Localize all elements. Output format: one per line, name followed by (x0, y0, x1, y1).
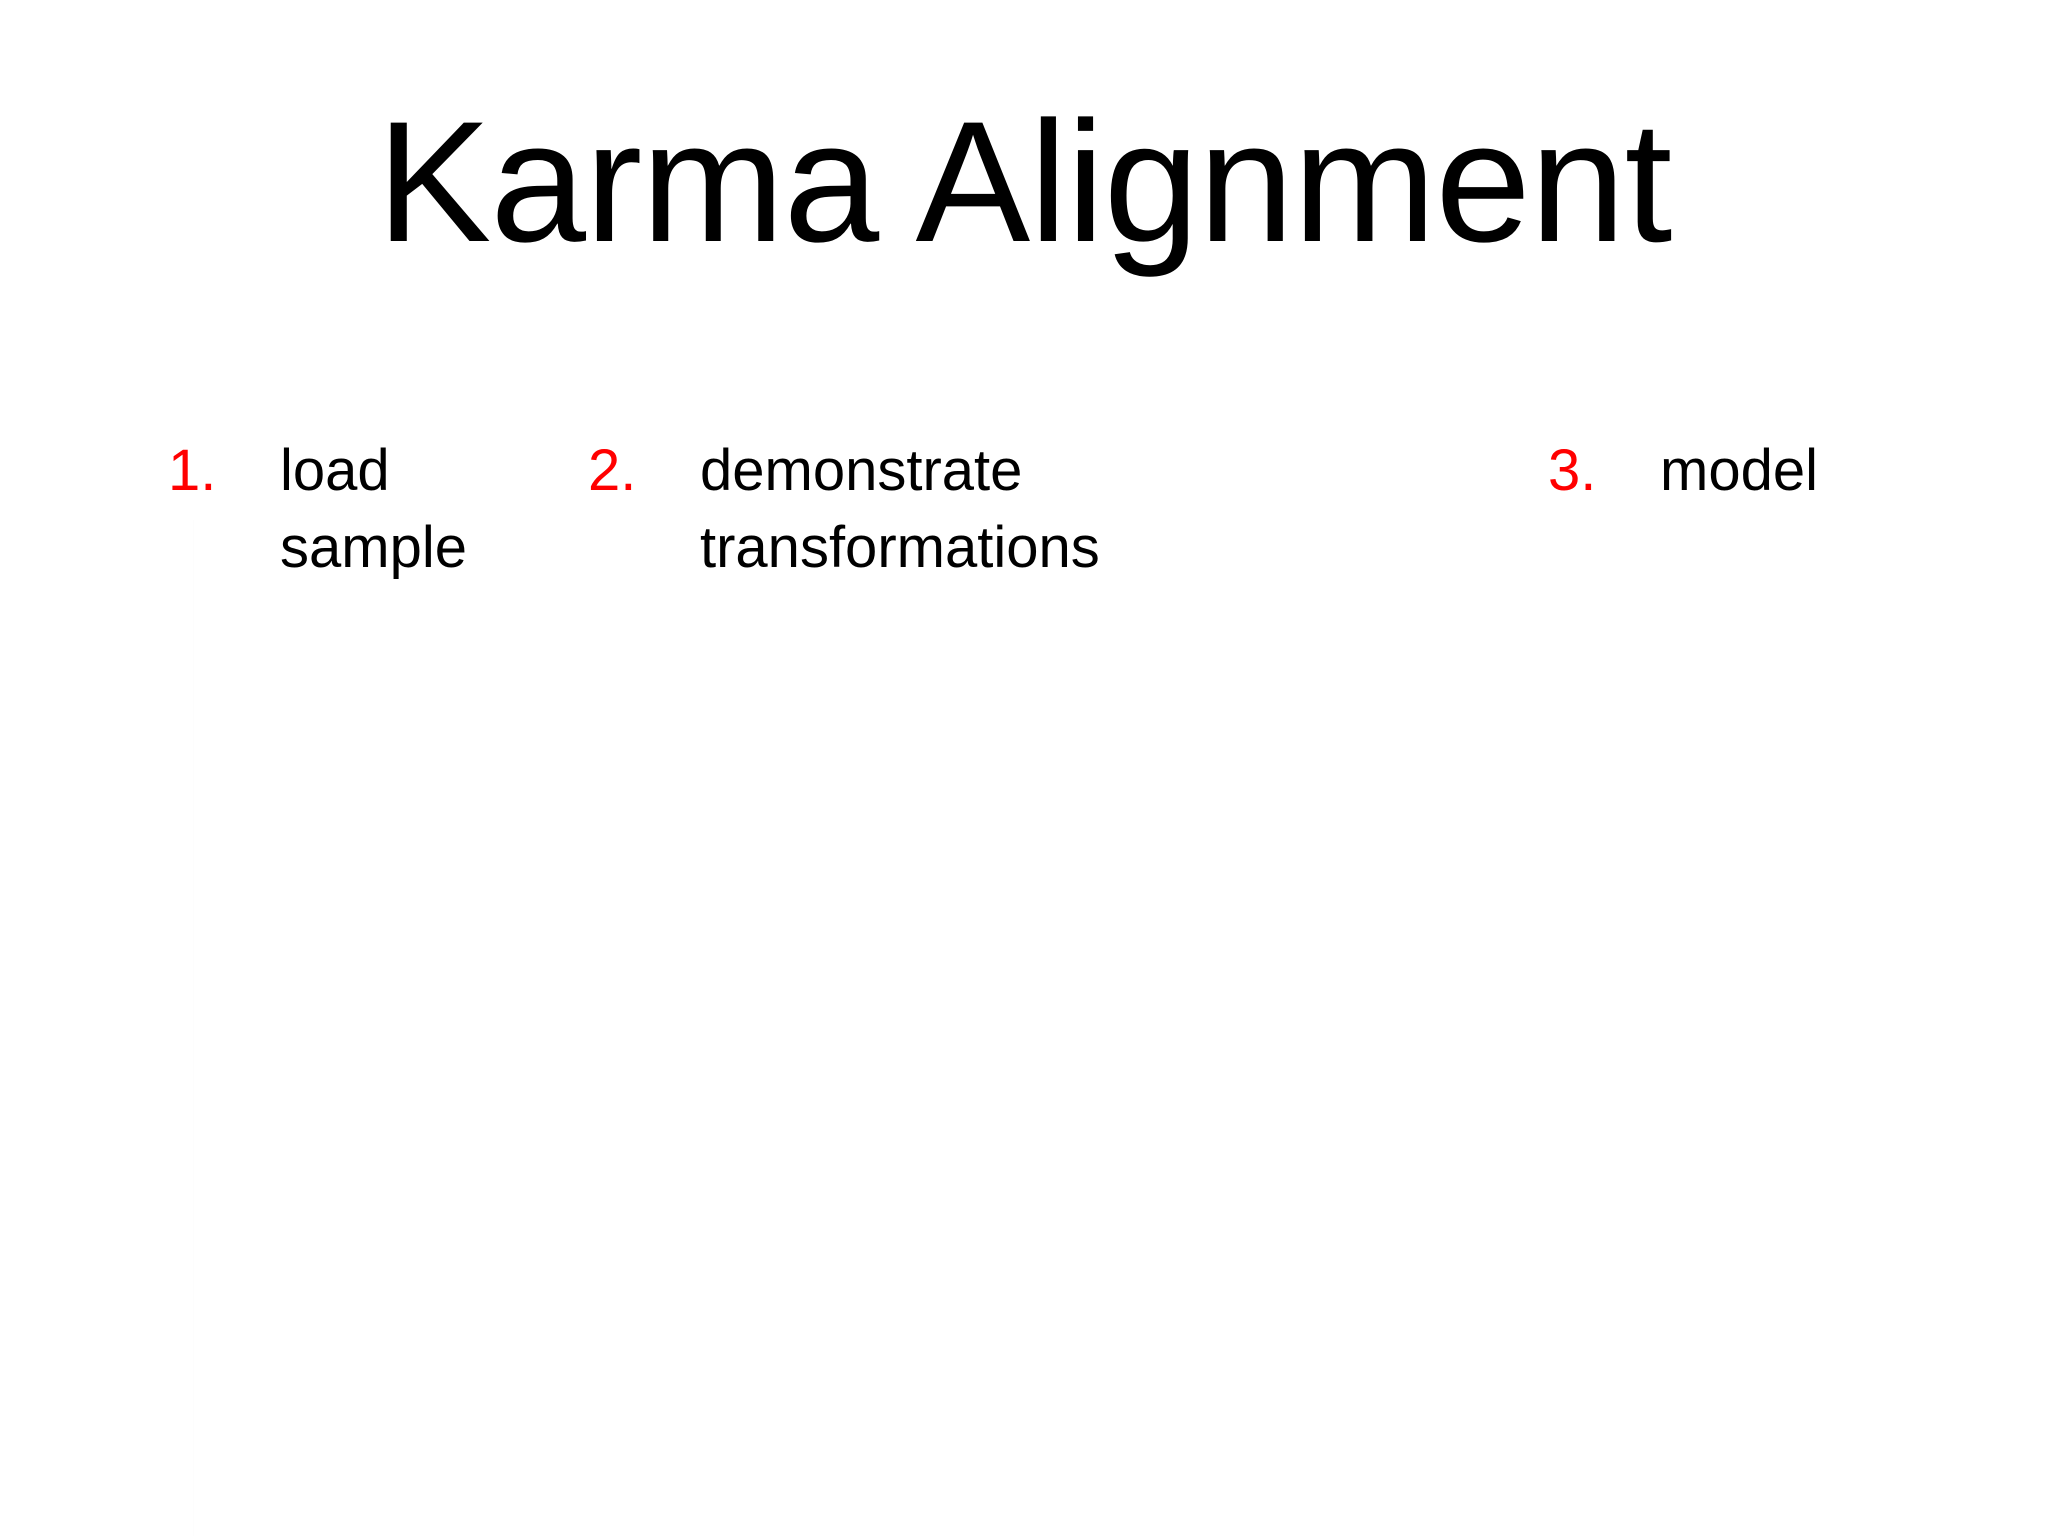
list-item-marker-2: 2. (588, 438, 637, 503)
list-item[interactable]: 1. load sample (168, 432, 510, 586)
list-item-label-2: demonstrate transformations (700, 438, 1100, 581)
list-item-marker-1: 1. (168, 438, 217, 503)
content-placeholder-edge (193, 520, 194, 1536)
list-item[interactable]: 3. model (1548, 432, 1960, 509)
page-title: Karma Alignment (376, 86, 1673, 278)
numbered-list: 1. load sample 2. demonstrate transforma… (0, 432, 2048, 852)
list-item-marker-3: 3. (1548, 438, 1597, 503)
list-item-label-1: load sample (280, 438, 467, 581)
list-item[interactable]: 2. demonstrate transformations (588, 432, 1200, 586)
list-item-label-3: model (1660, 438, 1818, 503)
